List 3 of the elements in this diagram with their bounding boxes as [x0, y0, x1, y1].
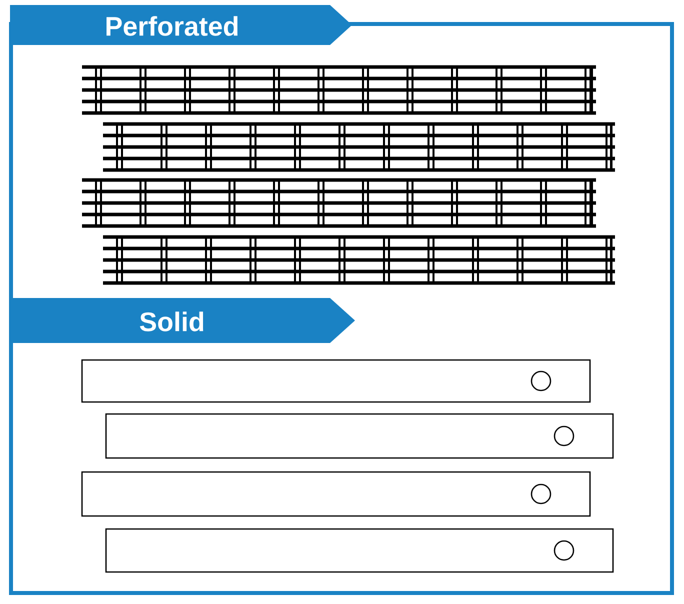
banner: Solid	[10, 298, 355, 343]
node-label: Solid	[140, 312, 204, 332]
banner: Perforated	[10, 5, 352, 45]
